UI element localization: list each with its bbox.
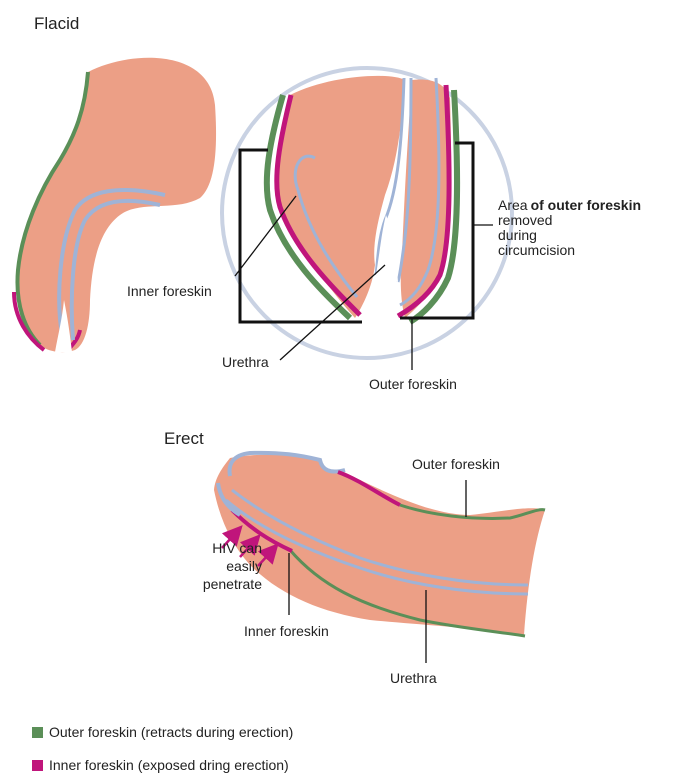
erect-urethra-label: Urethra (390, 670, 437, 686)
erect-outer-foreskin-label: Outer foreskin (412, 456, 500, 472)
erect-view (214, 453, 545, 636)
area-label-prefix: Area (498, 197, 528, 213)
hiv-label: HIV can easily penetrate (152, 539, 262, 593)
magnified-skin (278, 76, 405, 318)
flacid-skin (17, 58, 216, 352)
legend-item-inner: Inner foreskin (exposed dring erection) (32, 757, 289, 773)
flacid-outer-foreskin-label: Outer foreskin (369, 376, 457, 392)
legend-item-outer: Outer foreskin (retracts during erection… (32, 724, 293, 740)
flacid-urethra-label: Urethra (222, 354, 269, 370)
inner-foreskin-leader (235, 196, 296, 276)
flacid-title: Flacid (34, 14, 79, 34)
erect-title: Erect (164, 429, 204, 449)
legend-label-outer: Outer foreskin (retracts during erection… (49, 724, 293, 740)
magnified-view (222, 68, 512, 358)
erect-inner-foreskin-label: Inner foreskin (244, 623, 329, 639)
legend-swatch-outer (32, 727, 43, 738)
area-label-rest: removed during circumcision (498, 213, 641, 258)
area-label-bold: of outer foreskin (531, 197, 641, 213)
flacid-inner-foreskin-label: Inner foreskin (127, 283, 212, 299)
legend-swatch-inner (32, 760, 43, 771)
legend-label-inner: Inner foreskin (exposed dring erection) (49, 757, 289, 773)
flacid-side-view (14, 58, 216, 352)
